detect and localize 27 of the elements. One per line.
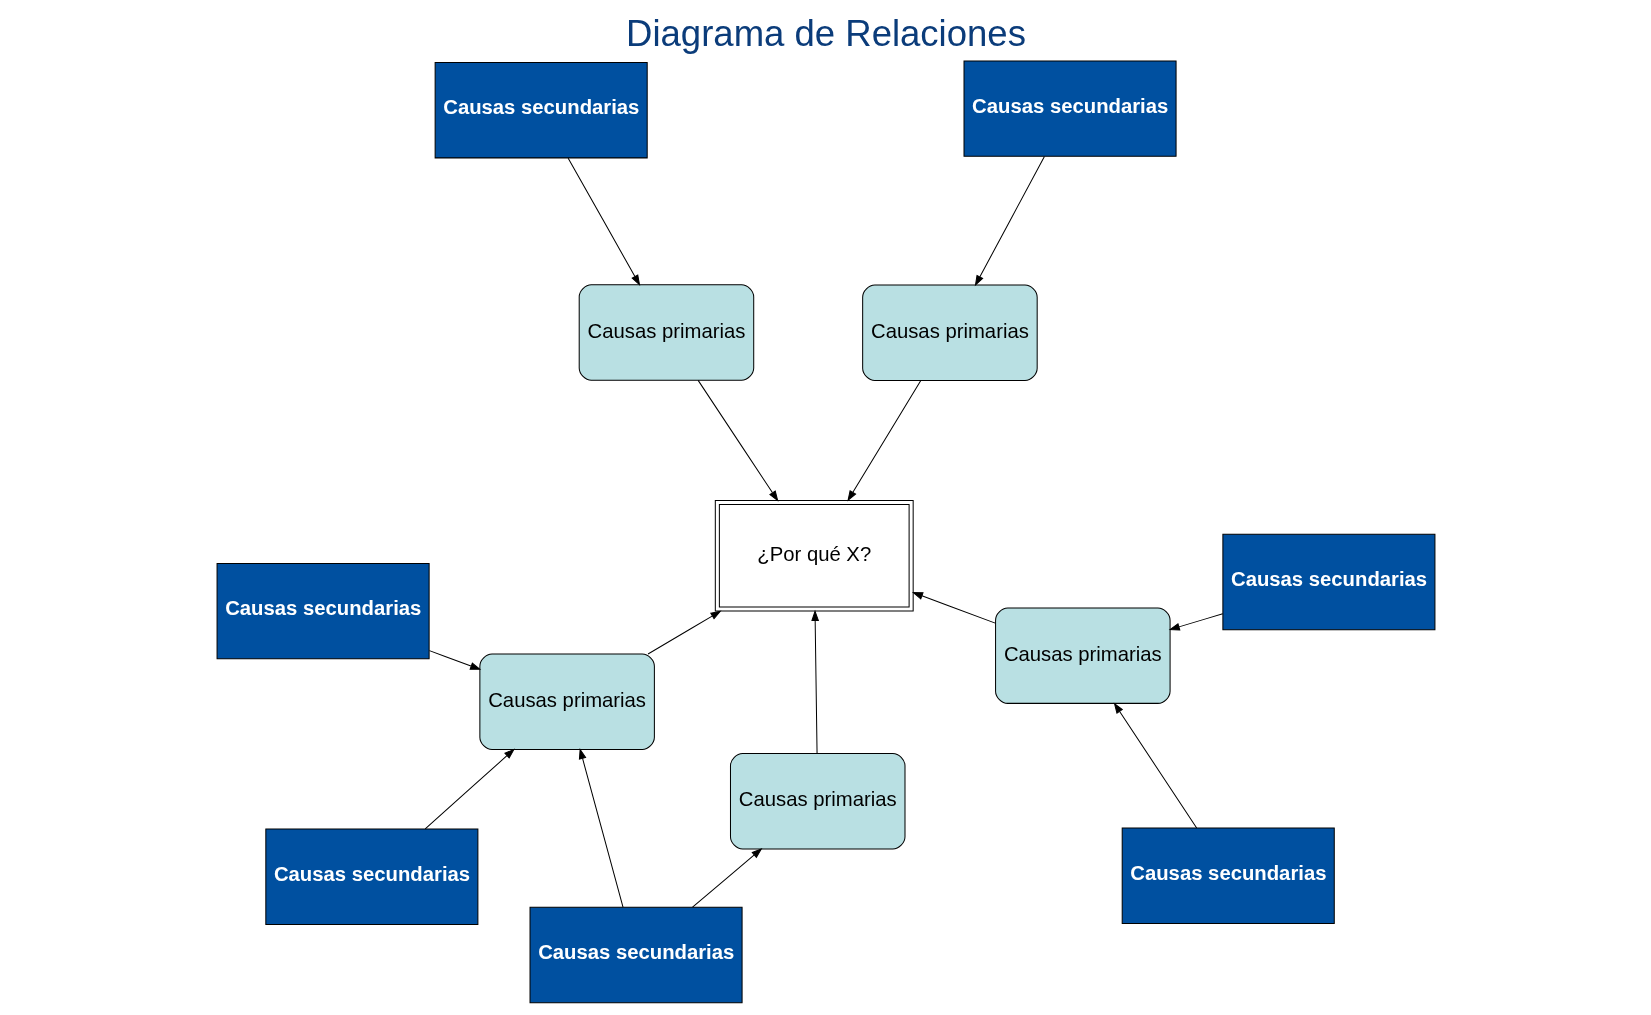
node-box: Causas primarias [729, 753, 905, 850]
node-box: Causas secundarias [216, 562, 430, 660]
arrow [974, 155, 1045, 287]
arrow [1168, 613, 1223, 631]
arrow [911, 592, 996, 624]
arrow [691, 848, 762, 908]
node-box: Causas primarias [478, 653, 655, 750]
node-box: Causas secundarias [264, 828, 478, 925]
arrow [810, 609, 819, 754]
node-box: Causas secundarias [1121, 827, 1335, 924]
arrow [846, 380, 921, 502]
node-box: Causas primarias [861, 284, 1038, 381]
arrow [578, 748, 623, 908]
arrow [567, 157, 640, 286]
node-box: Causas secundarias [1221, 533, 1435, 631]
arrow [428, 650, 481, 670]
node-box: Causas primarias [994, 607, 1171, 704]
node-box: Causas primarias [578, 284, 754, 381]
arrow [647, 610, 722, 655]
arrow [697, 379, 778, 502]
arrow [1113, 702, 1197, 829]
node-box: Causas secundarias [529, 906, 743, 1004]
node-box: ¿Por qué X? [714, 500, 914, 612]
diagram-title: Diagrama de Relaciones [625, 12, 1026, 54]
node-box: Causas secundarias [434, 62, 648, 159]
node-box: Causas secundarias [963, 60, 1177, 157]
arrow [424, 748, 515, 830]
